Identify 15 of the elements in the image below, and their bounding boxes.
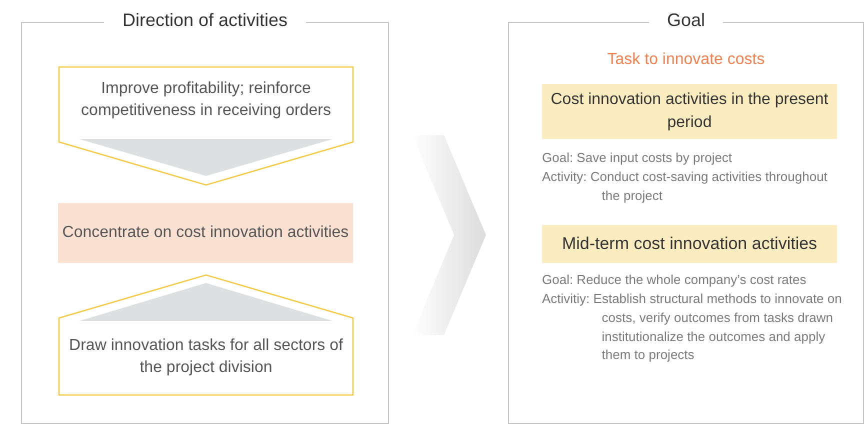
description-text: Goal: Save input costs by project [542, 149, 734, 167]
process-box [542, 84, 837, 139]
panel-subtitle: Task to innovate costs [607, 51, 765, 68]
box-text: Concentrate on cost innovation activities [62, 222, 349, 243]
chevron-box [59, 67, 353, 185]
process-box [58, 203, 353, 263]
box-text: Draw innovation tasks for all sectors of the project division [69, 336, 343, 378]
description-text: Activity: Conduct cost-saving activities throughout the project [542, 168, 828, 205]
process-box [542, 225, 837, 263]
box-text: Cost innovation activities in the present period [550, 90, 830, 132]
chevron-box [59, 275, 353, 395]
box-text: Improve profitability; reinforce competitiveness in receiving orders [80, 78, 332, 121]
box-text: Mid-term cost innovation activities [562, 233, 818, 256]
description-text: Goal: Reduce the whole company’s cost rates [542, 271, 808, 289]
description-text: Activitiy: Establish structural methods to innovate on costs, verify outcomes from tasks drawn institutionalize the outcomes and apply them to projects [542, 290, 842, 364]
